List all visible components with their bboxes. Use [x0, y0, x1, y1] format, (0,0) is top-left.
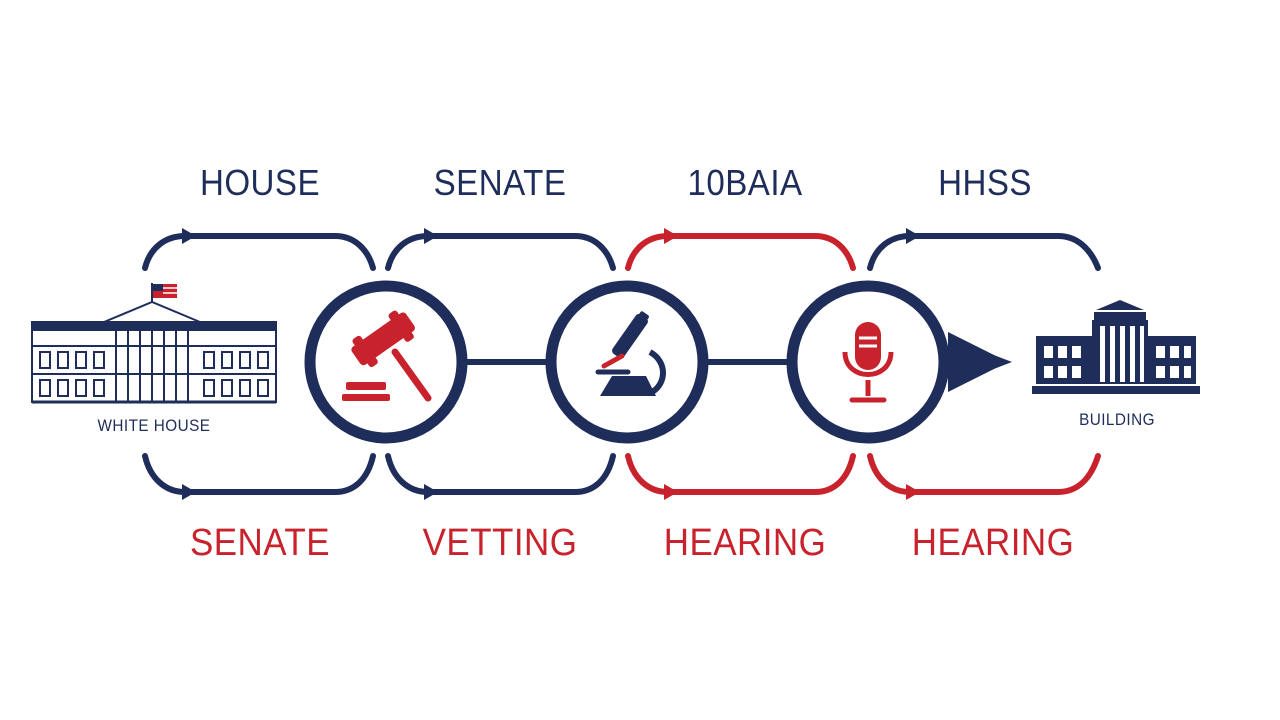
loop-top-2: [385, 233, 616, 271]
white-house-icon: [31, 283, 277, 404]
top-label-1: HOUSE: [199, 162, 321, 203]
top-label-2: SENATE: [433, 162, 567, 203]
microscope-icon: [595, 311, 666, 396]
loop-bottom-2: [385, 453, 616, 495]
end-arrow-icon: [978, 349, 1012, 375]
top-label-3: 10BAIA: [687, 162, 803, 203]
bottom-label-2: VETTING: [422, 522, 578, 564]
loop-tips: [182, 228, 920, 500]
bottom-label-4: HEARING: [911, 522, 1075, 564]
top-label-4: HHSS: [938, 162, 1032, 203]
microphone-icon: [842, 322, 894, 403]
loop-bottom-3: [625, 453, 856, 495]
building-caption: BUILDING: [1079, 410, 1155, 429]
loop-top-4: [867, 233, 1101, 271]
government-building-icon: [1032, 300, 1200, 394]
bracket-loops: [142, 233, 1101, 495]
step-circle-1: [304, 280, 468, 444]
step-circle-2: [545, 280, 709, 444]
white-house-caption: WHITE HOUSE: [97, 416, 211, 435]
bottom-label-1: SENATE: [189, 522, 331, 564]
loop-bottom-4: [867, 453, 1101, 495]
loop-top-1: [142, 233, 376, 271]
loop-top-3: [625, 233, 856, 271]
loop-bottom-1: [142, 453, 376, 495]
gavel-icon: [342, 310, 432, 402]
bottom-label-3: HEARING: [663, 522, 827, 564]
